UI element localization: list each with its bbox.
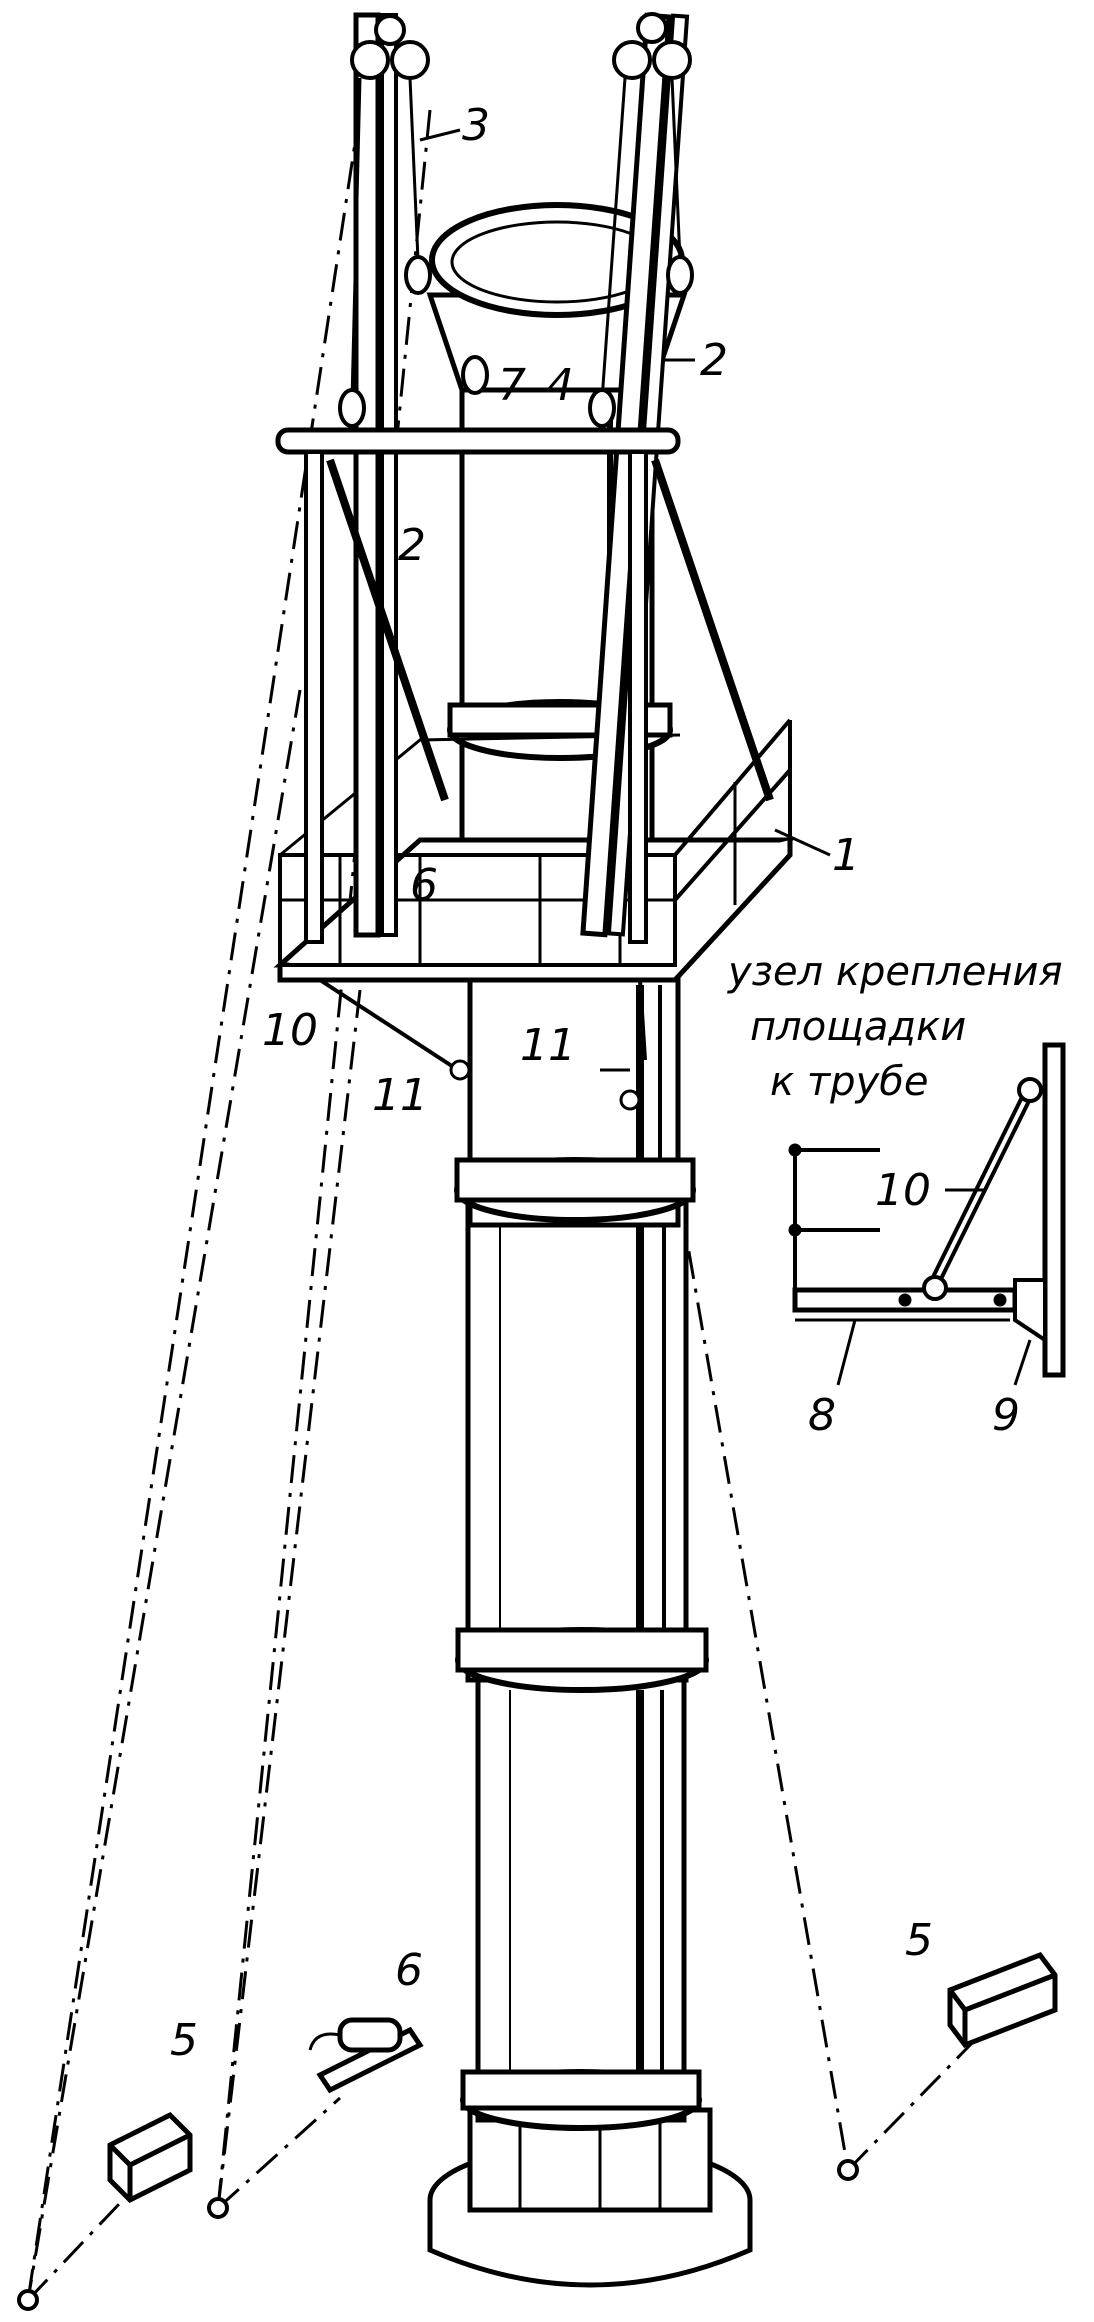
gin-pole-frame	[275, 12, 774, 944]
label-11-right: 11	[520, 1020, 576, 1071]
platform	[273, 718, 796, 1111]
guy-to-anchor-left	[26, 2180, 142, 2302]
inset-railing	[793, 1148, 880, 1300]
pulley-wheel	[652, 40, 692, 80]
label-8: 8	[808, 1390, 836, 1441]
guy-line-right	[678, 1199, 850, 2171]
label-1: 1	[832, 830, 860, 881]
label-3: 3	[462, 100, 490, 151]
platform-brace-right	[638, 979, 647, 1061]
inset-detail-node	[788, 1042, 1066, 1386]
brace-pin	[449, 1059, 471, 1081]
rope	[670, 77, 682, 261]
inset-leader-9	[1013, 1339, 1032, 1386]
label-5-left: 5	[170, 2015, 198, 2066]
anchor-block-left	[107, 2111, 193, 2204]
flange-upper-band	[454, 1157, 696, 1203]
inset-title-line1: узел крепления	[727, 949, 1063, 995]
brace-pin	[619, 1089, 641, 1111]
hook	[588, 388, 616, 428]
inset-title-line3: к трубе	[770, 1059, 929, 1105]
label-7: 7	[498, 360, 526, 411]
pulley-block-right-top	[612, 12, 692, 80]
guy-to-winch	[216, 2096, 342, 2210]
platform-railing-front	[278, 853, 677, 967]
frame-post-right	[628, 450, 648, 944]
frame-diagonal-right	[651, 458, 774, 802]
hook	[461, 355, 489, 395]
inset-rail-knob	[788, 1143, 802, 1157]
pipe-section-middle	[465, 1197, 689, 1683]
block-face	[947, 1951, 1058, 2049]
guy-to-anchor-right	[846, 2038, 977, 2172]
label-10-main: 10	[262, 1005, 318, 1056]
hook	[338, 388, 366, 428]
inset-leader-8	[836, 1319, 857, 1386]
label-6-top: 6	[410, 860, 438, 911]
inset-brace-rod-core	[933, 1089, 1032, 1283]
label-5-right: 5	[905, 1915, 933, 1966]
hook	[666, 255, 694, 295]
flange-lower-band	[460, 2069, 702, 2111]
anchor-pin-right	[837, 2159, 859, 2181]
platform-brace-left	[318, 978, 460, 1072]
gin-pole-left-inner	[380, 13, 398, 937]
inset-pin-top	[1017, 1077, 1043, 1103]
base-skirt	[427, 2200, 753, 2288]
pulley-block-left-top	[350, 14, 430, 80]
ground-items	[17, 1951, 1058, 2311]
label-4: 4	[546, 360, 574, 411]
rope	[350, 77, 362, 401]
leader-1	[774, 828, 831, 857]
frame-diagonal-left	[326, 458, 449, 802]
inset-title-line2: площадки	[750, 1004, 966, 1050]
pipe-section-lower	[475, 1677, 687, 2123]
label-2-mid: 2	[398, 520, 426, 571]
label-11-left: 11	[372, 1070, 428, 1121]
pipe-column	[426, 202, 753, 2288]
anchor-pin	[17, 2289, 39, 2311]
frame-post-left	[304, 450, 324, 944]
label-10-inset: 10	[875, 1165, 931, 1216]
label-9: 9	[992, 1390, 1020, 1441]
crossbar	[275, 427, 681, 455]
inset-bolt	[898, 1293, 912, 1307]
hooks	[338, 255, 694, 428]
leader-3	[419, 128, 461, 142]
flange-middle-band	[455, 1627, 709, 1673]
hook	[404, 255, 432, 295]
pulley-wheel	[350, 40, 390, 80]
inset-bracket	[1013, 1278, 1047, 1344]
anchor-pin-left	[207, 2197, 229, 2219]
winch-cable	[308, 2032, 341, 2051]
label-6-bottom: 6	[395, 1945, 423, 1996]
rope	[600, 77, 627, 401]
winch-drum	[337, 2017, 403, 2053]
inset-bolt	[993, 1293, 1007, 1307]
label-2-top: 2	[700, 335, 728, 386]
leader-lines	[419, 128, 831, 1072]
guy-line-left-inner-lower	[216, 989, 362, 2209]
pulley-wheel	[390, 40, 430, 80]
pulley-wheel	[374, 14, 406, 46]
platform-floor-edge	[277, 840, 793, 983]
winch	[308, 2017, 424, 2094]
inset-pipe-wall	[1042, 1042, 1066, 1378]
inset-pin-bottom	[922, 1275, 948, 1301]
guy-line-left-outer-lower	[26, 689, 302, 2301]
gin-pole-left	[353, 12, 381, 938]
anchor-block-right	[947, 1951, 1058, 2049]
callout-labels: 3 2 7 4 2 1 6 10 11 11 5 6 5 узел крепле…	[170, 100, 1063, 2066]
tackle-ropes	[350, 77, 682, 401]
pulley-wheel	[636, 12, 668, 44]
pulley-wheel	[612, 40, 652, 80]
guy-line-left-inner	[216, 109, 432, 2209]
platform-railing-back	[279, 733, 681, 857]
inset-rail-knob	[788, 1223, 802, 1237]
rope	[408, 77, 420, 261]
